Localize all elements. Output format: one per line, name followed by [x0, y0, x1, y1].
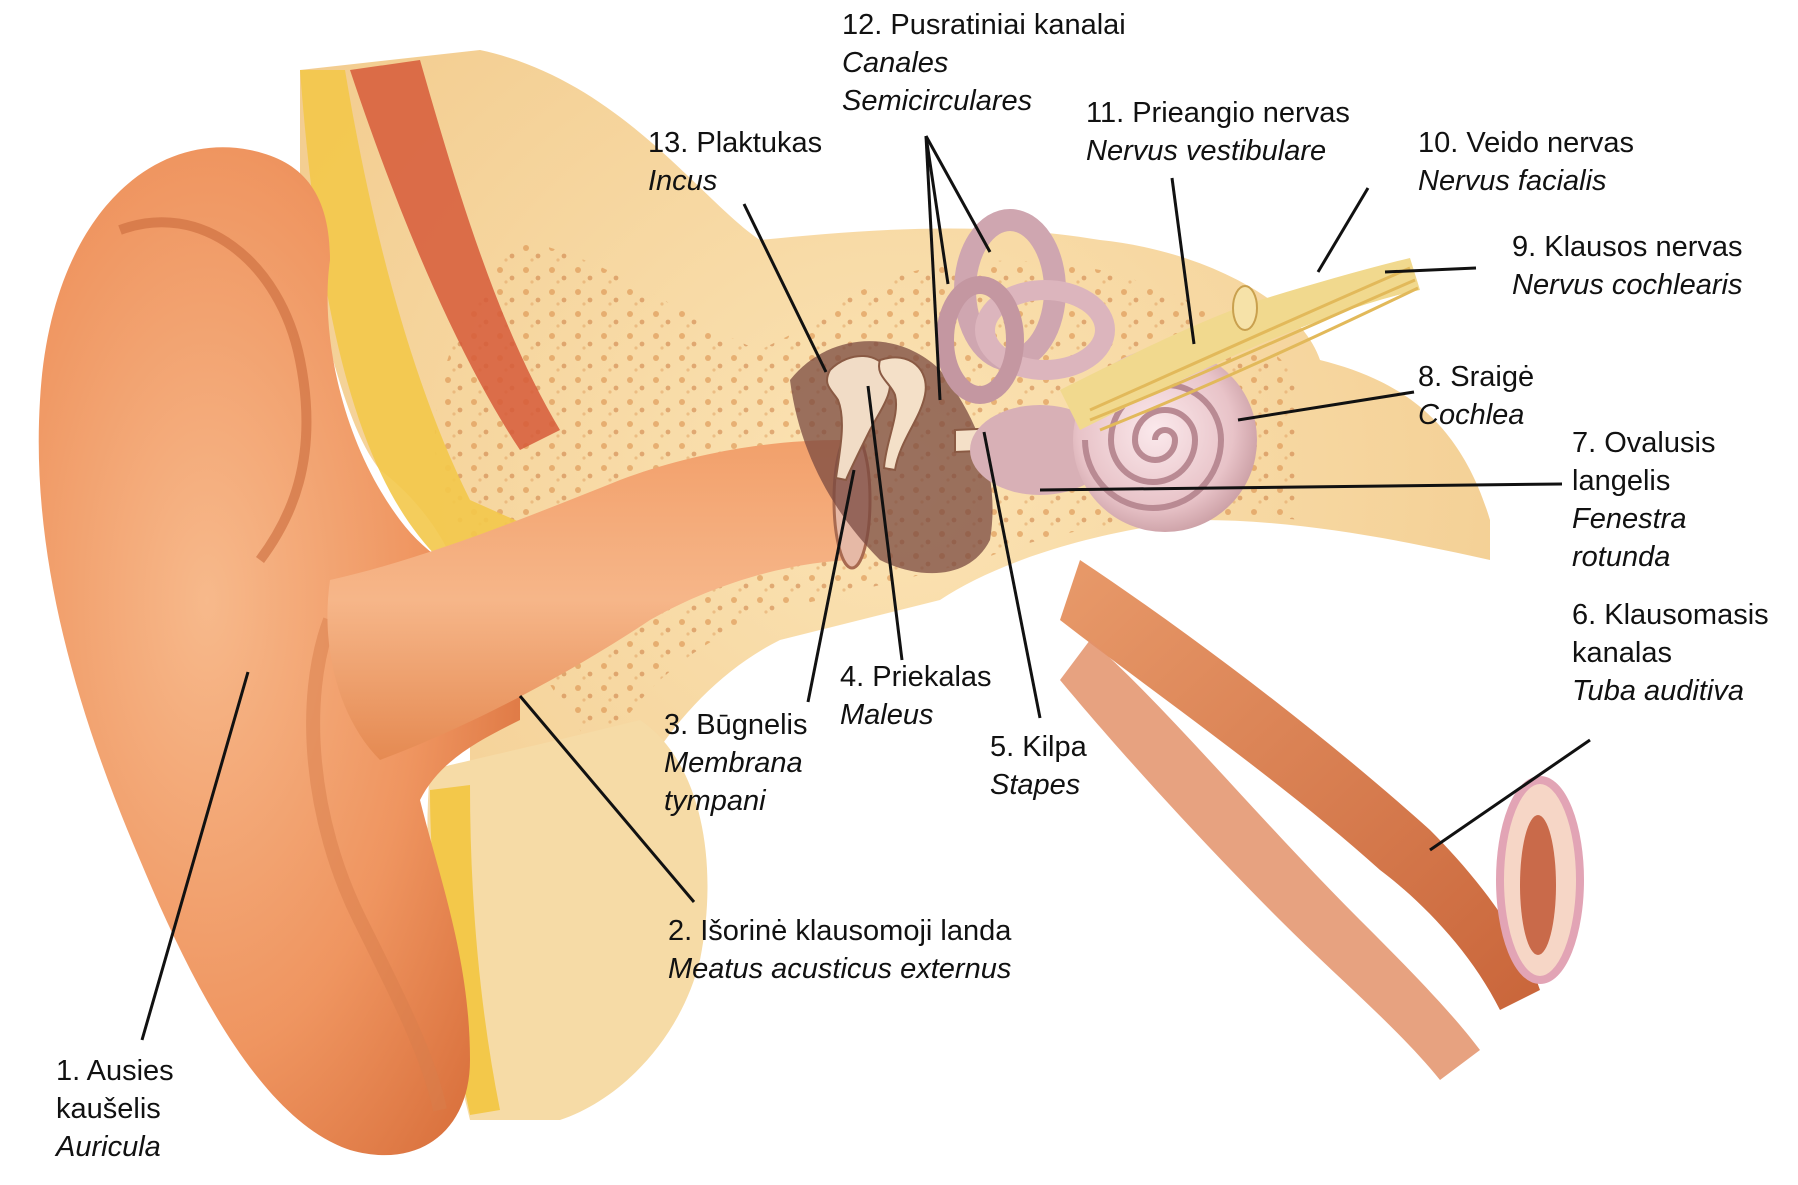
label-fenestra-lithuanian: 7. Ovalusis — [1572, 424, 1715, 462]
label-canales-latin: Canales — [842, 44, 1126, 82]
label-membrana-latin: tympani — [664, 782, 808, 820]
label-canales-lithuanian: 12. Pusratiniai kanalai — [842, 6, 1126, 44]
label-membrana-latin: Membrana — [664, 744, 808, 782]
label-stapes-latin: Stapes — [990, 766, 1087, 804]
facial-nerve-cut — [1233, 286, 1257, 330]
label-fenestra-lithuanian: langelis — [1572, 462, 1715, 500]
label-auricula-lithuanian: kaušelis — [56, 1090, 174, 1128]
label-vestibulare-latin: Nervus vestibulare — [1086, 132, 1350, 170]
label-maleus-lithuanian: 4. Priekalas — [840, 658, 992, 696]
label-cochlearis-lithuanian: 9. Klausos nervas — [1512, 228, 1743, 266]
label-meatus-lithuanian: 2. Išorinė klausomoji landa — [668, 912, 1011, 950]
label-fenestra-latin: rotunda — [1572, 538, 1715, 576]
label-facialis-lithuanian: 10. Veido nervas — [1418, 124, 1634, 162]
label-auricula-latin: Auricula — [56, 1128, 174, 1166]
tube-lumen — [1520, 815, 1556, 955]
label-cochlearis-latin: Nervus cochlearis — [1512, 266, 1743, 304]
label-canales-latin: Semicirculares — [842, 82, 1126, 120]
leader-line-facialis — [1318, 188, 1368, 272]
label-fenestra-latin: Fenestra — [1572, 500, 1715, 538]
eustachian-tube — [1060, 560, 1540, 1010]
label-cochlea-lithuanian: 8. Sraigė — [1418, 358, 1534, 396]
label-tuba-lithuanian: 6. Klausomasis — [1572, 596, 1769, 634]
label-incus-latin: Incus — [648, 162, 822, 200]
label-cochlea-latin: Cochlea — [1418, 396, 1534, 434]
label-meatus-latin: Meatus acusticus externus — [668, 950, 1011, 988]
label-stapes-lithuanian: 5. Kilpa — [990, 728, 1087, 766]
label-membrana-lithuanian: 3. Būgnelis — [664, 706, 808, 744]
label-incus-lithuanian: 13. Plaktukas — [648, 124, 822, 162]
label-auricula-lithuanian: 1. Ausies — [56, 1052, 174, 1090]
label-tuba-latin: Tuba auditiva — [1572, 672, 1769, 710]
label-maleus-latin: Maleus — [840, 696, 992, 734]
label-tuba-lithuanian: kanalas — [1572, 634, 1769, 672]
label-facialis-latin: Nervus facialis — [1418, 162, 1634, 200]
